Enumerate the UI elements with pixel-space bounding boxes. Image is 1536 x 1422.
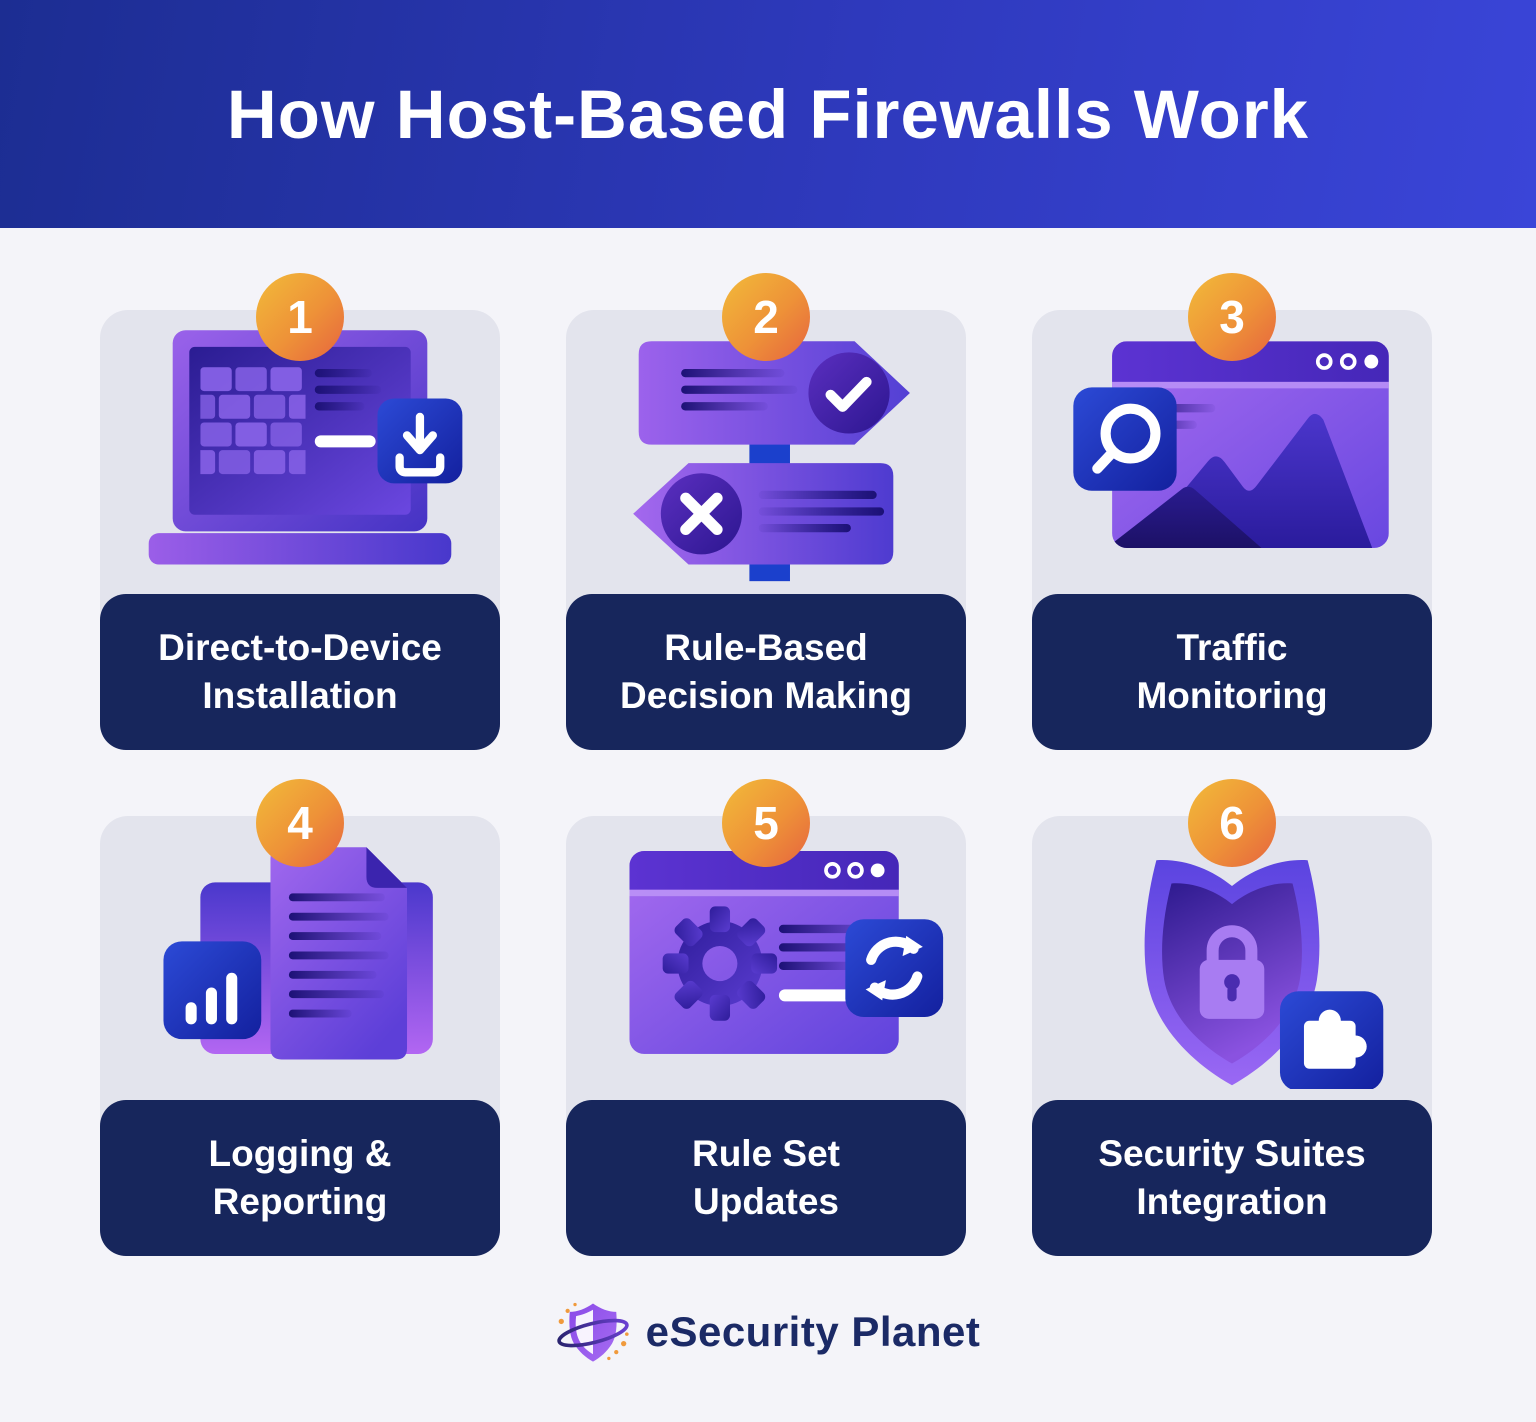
step-number-badge: 6 [1188, 779, 1276, 867]
document-fold [366, 847, 408, 888]
logging-report-icon [163, 847, 433, 1060]
step-illustration [1032, 310, 1432, 594]
step-label-line2: Decision Making [620, 675, 912, 716]
traffic-chart-foreground [1112, 486, 1262, 548]
step-number-badge: 3 [1188, 273, 1276, 361]
step-label-panel: Direct-to-Device Installation [100, 594, 500, 750]
x-icon [680, 492, 723, 536]
step-number: 4 [287, 797, 313, 849]
logo-orbit-dots [558, 1302, 629, 1361]
step-number-badge: 1 [256, 273, 344, 361]
step-label-panel: Rule-Based Decision Making [566, 594, 966, 750]
step-card-4: 4 [100, 779, 500, 1256]
puzzle-icon [1303, 1009, 1367, 1069]
header-banner: How Host-Based Firewalls Work [0, 0, 1536, 228]
step-number: 2 [753, 291, 779, 343]
step-number: 5 [753, 797, 779, 849]
step-label-panel: Security Suites Integration [1032, 1100, 1432, 1256]
step-label-line2: Monitoring [1136, 675, 1328, 716]
step-illustration [100, 310, 500, 594]
esecurity-planet-logo-icon [556, 1302, 629, 1362]
step-label-line2: Installation [202, 675, 398, 716]
page-title: How Host-Based Firewalls Work [226, 75, 1310, 153]
step-illustration [566, 310, 966, 594]
step-label-line1: Traffic [1176, 626, 1288, 668]
step-label-line2: Reporting [212, 1181, 388, 1222]
step-number: 6 [1219, 797, 1245, 849]
step-label-line2: Updates [693, 1181, 839, 1222]
step-number-badge: 4 [256, 779, 344, 867]
step-label-line1: Rule Set [691, 1132, 841, 1174]
step-card-3: 3 [1032, 273, 1432, 750]
step-label-line1: Security Suites [1098, 1132, 1366, 1174]
step-illustration [100, 816, 500, 1100]
lock-icon [1199, 925, 1265, 1019]
step-label-line1: Direct-to-Device [158, 626, 442, 668]
check-icon [825, 376, 872, 412]
shield-integration-icon [1144, 860, 1384, 1089]
refresh-arrowheads [865, 935, 923, 1001]
traffic-monitor-icon [1073, 341, 1389, 548]
laptop-download-icon [148, 330, 463, 565]
step-number: 3 [1219, 291, 1245, 343]
step-number-badge: 5 [722, 779, 810, 867]
footer-brand: eSecurity Planet [0, 1298, 1536, 1366]
step-illustration [1032, 816, 1432, 1100]
step-card-6: 6 [1032, 779, 1432, 1256]
browser-dots-icon [1315, 353, 1379, 370]
step-card-5: 5 [566, 779, 966, 1256]
rule-set-update-icon [629, 850, 944, 1054]
signpost-decision-icon [633, 341, 910, 582]
step-number-badge: 2 [722, 273, 810, 361]
step-label-panel: Rule Set Updates [566, 1100, 966, 1256]
step-illustration [566, 816, 966, 1100]
gear-icon [662, 906, 778, 1021]
step-card-2: 2 [566, 273, 966, 750]
step-label-line1: Rule-Based [664, 626, 868, 668]
step-label-line1: Logging & [208, 1132, 392, 1174]
magnifier-icon [1092, 403, 1161, 474]
step-card-1: 1 [100, 273, 500, 750]
step-label-panel: Traffic Monitoring [1032, 594, 1432, 750]
step-label-line2: Integration [1136, 1181, 1328, 1222]
bar-chart-icon [185, 972, 238, 1025]
step-number: 1 [287, 291, 313, 343]
brand-name: eSecurity Planet [645, 1308, 981, 1355]
steps-grid: 1 [0, 228, 1536, 1256]
step-label-panel: Logging & Reporting [100, 1100, 500, 1256]
download-arrow-icon [395, 412, 445, 477]
browser-dots-icon [824, 862, 885, 879]
